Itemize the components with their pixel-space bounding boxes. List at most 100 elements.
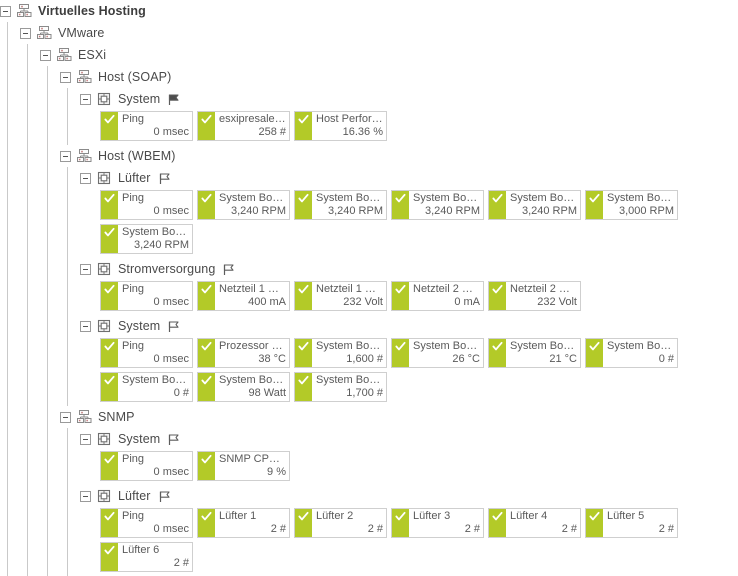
sensor-card[interactable]: System Board ...98 Watt (197, 372, 290, 402)
sensor-group-row[interactable]: System (80, 315, 738, 337)
flag-outline-icon[interactable] (222, 263, 235, 276)
collapse-toggle[interactable] (80, 433, 91, 445)
sensor-card[interactable]: System Board ...21 °C (488, 338, 581, 368)
sensor-value: 0 # (658, 353, 674, 365)
collapse-toggle[interactable] (80, 93, 91, 105)
status-ok-icon (201, 193, 212, 203)
collapse-toggle[interactable] (0, 5, 11, 17)
sensor-name: System Board ... (316, 192, 383, 204)
flag-outline-icon[interactable] (167, 320, 180, 333)
collapse-toggle[interactable] (80, 320, 91, 332)
status-ok-icon (201, 114, 212, 124)
collapse-toggle[interactable] (60, 150, 71, 162)
sensor-card[interactable]: System Board ...3,240 RPM (197, 190, 290, 220)
sensor-status-block (198, 112, 215, 140)
sensor-value: 2 # (367, 523, 383, 535)
sensor-group-row[interactable]: Lüfter (80, 485, 738, 507)
sensor-card[interactable]: Prozessor 1 Te...38 °C (197, 338, 290, 368)
sensor-card[interactable]: System Board ...3,000 RPM (585, 190, 678, 220)
group-icon (76, 409, 92, 425)
sensor-value: 1,700 # (346, 387, 383, 399)
sensor-value: 3,240 RPM (424, 205, 480, 217)
sensor-status-block (101, 282, 118, 310)
sensor-group-row[interactable]: Lüfter (80, 167, 738, 189)
sensor-group-row[interactable]: System (80, 88, 738, 110)
collapse-toggle[interactable] (80, 263, 91, 275)
sensor-card[interactable]: System Board ...3,240 RPM (488, 190, 581, 220)
sensor-card[interactable]: System Board ...3,240 RPM (391, 190, 484, 220)
sensor-card[interactable]: Netzteil 2 Stro...0 mA (391, 281, 484, 311)
device-row[interactable]: Host (WBEM) (60, 145, 738, 167)
collapse-toggle[interactable] (60, 411, 71, 423)
sensor-card[interactable]: esxipresales [...258 # (197, 111, 290, 141)
device-row[interactable]: Host (SOAP) (60, 66, 738, 88)
sensor-name: System Board ... (413, 192, 480, 204)
sensor-group-label: Lüfter (118, 171, 151, 185)
sensor-status-block (101, 112, 118, 140)
sensor-card[interactable]: System Board ...1,700 # (294, 372, 387, 402)
sensor-name: System Board ... (122, 374, 189, 386)
device-icon (96, 318, 112, 334)
device-icon (96, 170, 112, 186)
sensor-name: System Board ... (510, 340, 577, 352)
sensor-group-row[interactable]: System (80, 428, 738, 450)
root-row[interactable]: Virtuelles Hosting (0, 0, 738, 22)
collapse-toggle[interactable] (80, 172, 91, 184)
sensor-name: System Board ... (316, 374, 383, 386)
vmware-row[interactable]: VMware (20, 22, 738, 44)
status-ok-icon (201, 511, 212, 521)
sensor-status-block (392, 509, 409, 537)
sensor-card[interactable]: Netzteil 2 Span...232 Volt (488, 281, 581, 311)
status-ok-icon (298, 284, 309, 294)
sensor-name: Lüfter 4 (510, 510, 548, 522)
sensor-card[interactable]: System Board ...0 # (585, 338, 678, 368)
flag-outline-icon[interactable] (158, 172, 171, 185)
flag-filled-icon[interactable] (167, 93, 180, 106)
collapse-toggle[interactable] (80, 490, 91, 502)
esxi-row[interactable]: ESXi (40, 44, 738, 66)
collapse-toggle[interactable] (40, 49, 51, 61)
flag-outline-icon[interactable] (158, 490, 171, 503)
sensor-status-block (295, 282, 312, 310)
sensor-name: Ping (122, 192, 145, 204)
sensor-value: 26 °C (452, 353, 480, 365)
sensor-card[interactable]: Host Performa...16.36 % (294, 111, 387, 141)
sensor-card[interactable]: Netzteil 1 Span...232 Volt (294, 281, 387, 311)
sensor-value: 0 # (173, 387, 189, 399)
device-icon (96, 261, 112, 277)
sensor-card[interactable]: System Board ...3,240 RPM (100, 224, 193, 254)
status-ok-icon (589, 193, 600, 203)
flag-outline-icon[interactable] (167, 433, 180, 446)
sensor-name: Netzteil 1 Span... (316, 283, 383, 295)
sensor-card[interactable]: System Board ...1,600 # (294, 338, 387, 368)
sensor-card[interactable]: System Board ...26 °C (391, 338, 484, 368)
collapse-toggle[interactable] (60, 71, 71, 83)
sensor-card[interactable]: System Board ...0 # (100, 372, 193, 402)
device-row[interactable]: SNMP (60, 406, 738, 428)
sensor-card[interactable]: System Board ...3,240 RPM (294, 190, 387, 220)
sensor-group-row[interactable]: Stromversorgung (80, 258, 738, 280)
sensor-card[interactable]: SNMP CPU Lo...9 % (197, 451, 290, 481)
collapse-toggle[interactable] (20, 27, 31, 39)
sensor-card[interactable]: Netzteil 1 Stro...400 mA (197, 281, 290, 311)
status-ok-icon (104, 375, 115, 385)
status-ok-icon (589, 511, 600, 521)
